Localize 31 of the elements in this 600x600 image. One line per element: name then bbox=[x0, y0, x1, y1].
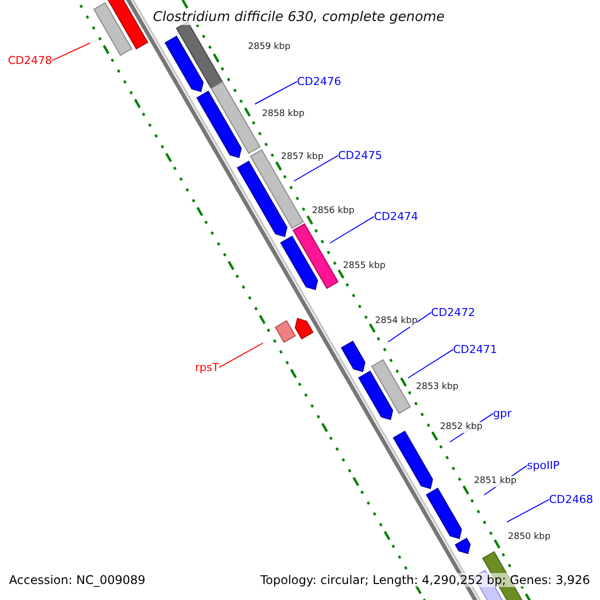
leader-line bbox=[294, 155, 338, 182]
gene-label: CD2476 bbox=[297, 75, 342, 88]
gene-label: CD2472 bbox=[431, 306, 476, 320]
gene-label: CD2474 bbox=[374, 210, 418, 224]
scale-label: 2857 kbp bbox=[281, 152, 324, 163]
gene-label: CD2475 bbox=[338, 149, 382, 162]
leader-line bbox=[52, 42, 90, 62]
gene-label: rpsT bbox=[195, 361, 219, 374]
scale-label: 2851 kbp bbox=[474, 476, 516, 487]
accession-text: Accession: NC_009089 bbox=[9, 573, 146, 588]
gene-label: CD2468 bbox=[549, 493, 594, 506]
leader-line bbox=[388, 312, 432, 342]
gene-label: spoIIP bbox=[527, 459, 560, 472]
scale-label: 2858 kbp bbox=[262, 109, 304, 120]
leader-line bbox=[506, 499, 550, 522]
scale-label: 2850 kbp bbox=[508, 532, 550, 543]
gene-label: CD2471 bbox=[453, 343, 498, 356]
scale-label: 2854 kbp bbox=[375, 316, 418, 327]
scale-label: 2856 kbp bbox=[312, 206, 354, 217]
scale-label: 2855 kbp bbox=[343, 261, 386, 272]
leader-line bbox=[218, 342, 264, 368]
leader-line bbox=[254, 81, 298, 104]
title: Clostridium difficile 630, complete genome bbox=[153, 9, 445, 26]
scale-label: 2852 kbp bbox=[440, 422, 482, 433]
genome-info-text: Topology: circular; Length: 4,290,252 bp; Genes: 3,926 bbox=[260, 573, 590, 588]
gene-label: CD2478 bbox=[8, 54, 52, 68]
scale-label: 2853 kbp bbox=[416, 382, 458, 393]
scale-label: 2859 kbp bbox=[248, 42, 290, 53]
gene-label: gpr bbox=[493, 407, 512, 420]
leader-line bbox=[330, 216, 374, 244]
leader-line bbox=[408, 349, 454, 378]
